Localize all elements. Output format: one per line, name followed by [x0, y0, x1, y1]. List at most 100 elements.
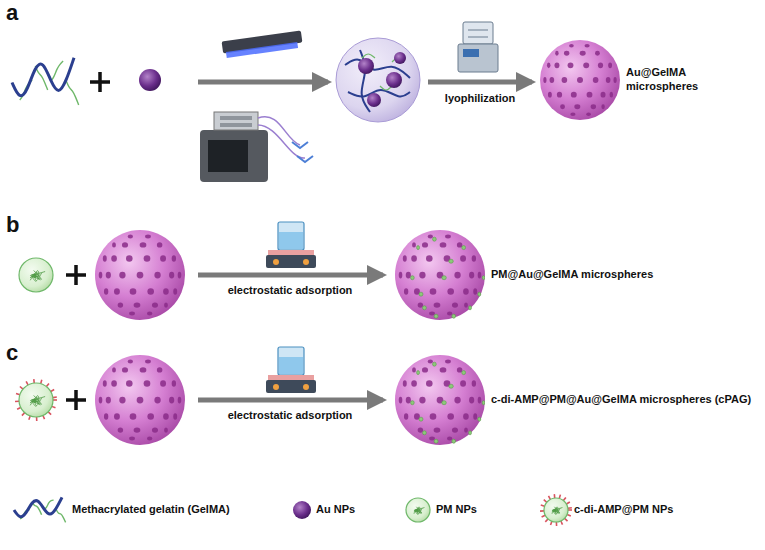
- microsphere-node: c-di-AMP@PM@Au@GelMA microspheres (cPAG): [395, 355, 485, 445]
- pore: [147, 413, 154, 419]
- pore: [147, 288, 154, 294]
- pore: [577, 77, 583, 83]
- pore: [157, 242, 162, 247]
- pore: [99, 397, 103, 404]
- pore: [406, 397, 411, 404]
- pore: [447, 413, 454, 419]
- pore: [548, 92, 552, 98]
- pore: [130, 288, 137, 294]
- pore: [399, 397, 403, 404]
- pore: [472, 380, 476, 386]
- crosslinking-droplet: [336, 38, 420, 122]
- pore: [464, 427, 468, 432]
- pore: [593, 77, 599, 83]
- pore: [547, 63, 551, 69]
- pore: [147, 437, 152, 441]
- pm-dot: [482, 401, 485, 405]
- c-di-amp-spike: [43, 416, 45, 420]
- pore: [152, 427, 158, 432]
- pm-dot: [462, 371, 466, 375]
- panel-letter: c: [6, 340, 36, 366]
- pore: [404, 288, 408, 294]
- pore: [428, 360, 433, 364]
- microsphere-shape: [540, 40, 620, 120]
- process-arrow: [198, 398, 383, 403]
- pm-dot: [434, 314, 438, 318]
- pm-dot: [417, 246, 420, 250]
- pore: [585, 44, 590, 48]
- plus-sign: [90, 72, 110, 92]
- microsphere: [540, 40, 620, 120]
- pore: [403, 255, 407, 261]
- au-nanoparticle: [394, 52, 406, 64]
- pore: [140, 367, 147, 372]
- pore: [118, 427, 123, 432]
- pore: [173, 413, 177, 419]
- pm-nanoparticle: [19, 383, 53, 417]
- uv-lamp: [222, 30, 303, 57]
- step-label: electrostatic adsorption: [200, 409, 380, 421]
- pore: [164, 427, 168, 432]
- pore: [610, 92, 614, 98]
- methacrylate-chain: [66, 81, 78, 105]
- pore: [160, 255, 166, 261]
- pm-dot: [482, 276, 485, 280]
- pm-dot: [411, 276, 415, 280]
- pore: [419, 272, 425, 279]
- pore: [114, 413, 120, 419]
- pm-dot: [469, 431, 472, 435]
- pore: [460, 380, 466, 386]
- pore: [157, 367, 162, 372]
- legend-gelma: [14, 497, 66, 522]
- pore: [412, 367, 416, 372]
- pore: [419, 397, 425, 404]
- pore: [106, 272, 111, 279]
- pore: [114, 288, 120, 294]
- panel-letter: b: [6, 212, 36, 238]
- pore: [122, 367, 128, 372]
- pm-dot: [449, 259, 453, 263]
- pore: [574, 104, 580, 109]
- pore: [570, 112, 575, 116]
- step-label: lyophilization: [390, 92, 570, 104]
- magnetic-stirrer: [266, 347, 316, 393]
- pore: [586, 112, 591, 116]
- pore: [469, 272, 474, 279]
- pore: [601, 92, 606, 98]
- pore: [122, 242, 128, 247]
- pm-dot: [452, 439, 456, 443]
- process-arrow: [428, 80, 532, 85]
- pore: [140, 242, 147, 247]
- pore: [137, 397, 144, 404]
- pore: [440, 367, 447, 372]
- pore: [178, 397, 182, 404]
- pore: [473, 413, 477, 419]
- pore: [103, 255, 107, 261]
- gelatin-backbone: [12, 58, 74, 96]
- pore: [134, 302, 141, 307]
- pm-dot: [462, 246, 466, 250]
- pore: [460, 255, 466, 261]
- pore: [580, 51, 586, 56]
- pore: [169, 272, 174, 279]
- pore: [145, 360, 151, 364]
- pore: [152, 302, 158, 307]
- pore: [169, 397, 174, 404]
- pore: [560, 104, 565, 109]
- au-gelma-microsphere: [95, 355, 185, 445]
- step-label: electrostatic adsorption: [200, 284, 380, 296]
- process-arrow: [198, 273, 383, 278]
- pm-dot: [411, 401, 415, 405]
- pore: [452, 427, 458, 432]
- membrane-strand: [418, 507, 424, 514]
- legend-text: Methacrylated gelatin (GelMA): [72, 503, 230, 515]
- node-label: Au@GelMA microspheres: [626, 66, 760, 94]
- pore: [595, 51, 600, 56]
- pore: [172, 255, 176, 261]
- pm-dot: [478, 292, 481, 296]
- pm-dot: [434, 439, 438, 443]
- pm-dot: [433, 237, 437, 241]
- pore: [445, 235, 451, 239]
- pore: [144, 380, 151, 386]
- pore: [126, 255, 133, 261]
